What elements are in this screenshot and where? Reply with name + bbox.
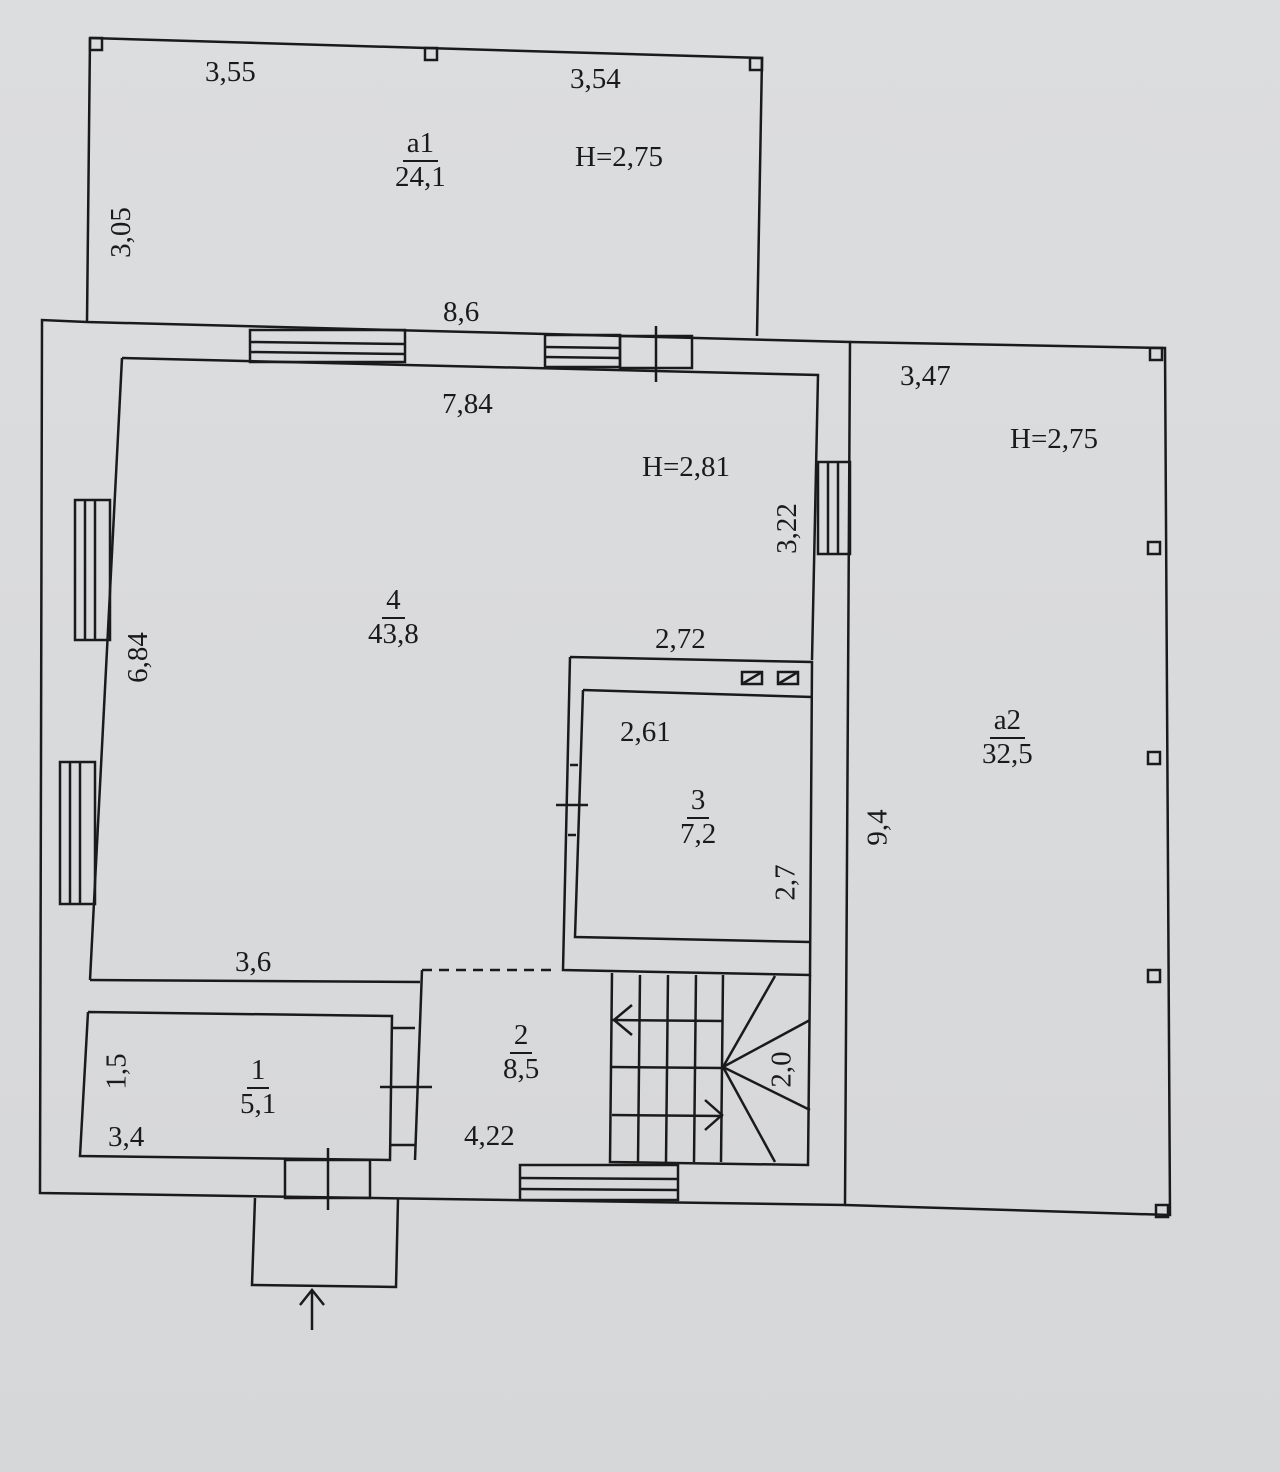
dim-a2-left: 9,4 bbox=[861, 809, 894, 846]
dim-room3-right: 2,7 bbox=[769, 864, 802, 901]
room-a1-height: H=2,75 bbox=[575, 141, 664, 173]
dim-room2-bottom: 4,22 bbox=[464, 1120, 515, 1152]
dim-room1-left: 1,5 bbox=[100, 1053, 133, 1090]
dim-room4-left: 6,84 bbox=[121, 632, 154, 683]
dim-a2-top: 3,47 bbox=[900, 360, 951, 392]
dim-a1-left: 3,05 bbox=[104, 207, 137, 258]
dim-room4-top: 7,84 bbox=[442, 388, 493, 420]
dim-a1-top-right: 3,54 bbox=[570, 63, 621, 95]
dim-a1-bottom: 8,6 bbox=[443, 296, 480, 328]
room-4-height: H=2,81 bbox=[642, 451, 731, 483]
dim-room4-right: 3,22 bbox=[770, 503, 803, 554]
dim-room4-bottom: 3,6 bbox=[235, 946, 272, 978]
dim-stair: 2,0 bbox=[765, 1051, 798, 1088]
dim-room1-bottom: 3,4 bbox=[108, 1121, 145, 1153]
dim-room3-top: 2,61 bbox=[620, 716, 671, 748]
dim-a1-top-left: 3,55 bbox=[205, 56, 256, 88]
dim-closet-top: 2,72 bbox=[655, 623, 706, 655]
room-a2-height: H=2,75 bbox=[1010, 423, 1099, 455]
